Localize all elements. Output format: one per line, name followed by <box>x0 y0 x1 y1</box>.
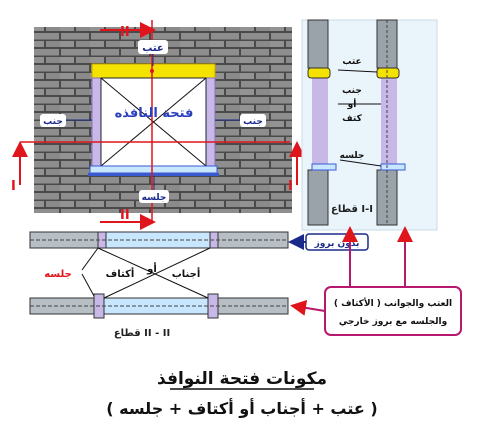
plan-leader-1 <box>97 247 209 299</box>
section-jamb-label-1: جنب <box>342 86 362 96</box>
jamb-left-label-bg <box>40 114 66 127</box>
opening-label: فتحة النافذه <box>115 106 194 121</box>
no-projection-label: بدون بروز <box>314 239 360 249</box>
lintel-label: عتب <box>142 43 164 54</box>
opening-diagonal-b <box>100 77 207 167</box>
lintel-label-bg <box>138 40 168 54</box>
note-line-1: العتب والجوانب ( الأكتاف ) <box>334 297 452 309</box>
plan-jambs-label: أجناب <box>172 267 201 280</box>
section-lintel-label: عتب <box>342 57 361 67</box>
section-jamb-label-3: كتف <box>342 114 362 124</box>
sill-block <box>89 165 218 174</box>
roman-I-right: I <box>288 179 293 194</box>
section-lintel-right <box>376 67 400 79</box>
roman-II-top: II <box>120 25 130 40</box>
jamb-right-label: جنب <box>243 117 263 127</box>
plan-sill-leader-2 <box>81 273 95 297</box>
section-sill-left <box>311 163 337 171</box>
section-sill-right <box>380 163 406 171</box>
plan-or-label: أو <box>146 262 157 275</box>
diagram-subtitle: ( عتب + أجناب أو أكتاف + جلسه ) <box>106 398 377 418</box>
section-I-I: عتب جنب أو كتف جلسه قطاع I-I <box>301 19 438 231</box>
section-sill-label: جلسه <box>340 151 365 161</box>
section-I-I-caption: قطاع I-I <box>331 204 373 215</box>
section-II-II: جلسه أكتاف أو أجناب قطاع II - II بدون بر… <box>29 231 369 339</box>
elevation-view: عتب جنب جنب فتحة النافذه جلسه II II I I <box>11 20 305 230</box>
plan-leader-2 <box>103 247 211 299</box>
section-jamb-fill-right <box>381 78 397 164</box>
note-arrow-left <box>290 300 326 316</box>
wall-left-top <box>307 19 329 69</box>
plan-shoulders-label: أكتاف <box>106 267 135 280</box>
title-block: مكونات فتحة النوافذ ( عتب + أجناب أو أكت… <box>106 369 377 418</box>
note-box <box>324 286 462 336</box>
jamb-left <box>91 77 102 167</box>
jamb-right-label-bg <box>240 114 266 127</box>
wall-left-bottom <box>307 169 329 226</box>
sill-label: جلسه <box>142 193 167 203</box>
jamb-right <box>205 77 216 167</box>
section-leader-1 <box>337 69 378 73</box>
plan-sill-label: جلسه <box>44 269 72 280</box>
note-line-2: والجلسه مع بروز خارجي <box>339 317 447 327</box>
section-jamb-fill <box>312 78 328 164</box>
section-II-II-caption: قطاع II - II <box>114 328 170 339</box>
plan-sill-leader-1 <box>81 247 99 271</box>
roman-II-bottom: II <box>120 208 130 223</box>
projection-note: العتب والجوانب ( الأكتاف ) والجلسه مع بر… <box>290 226 462 336</box>
section-leader-3 <box>339 159 382 167</box>
diagram-title: مكونات فتحة النوافذ <box>157 369 327 389</box>
jamb-left-label: جنب <box>43 117 63 127</box>
section-lintel-left <box>307 67 331 79</box>
sill-label-bg <box>139 190 169 203</box>
sill-lip <box>88 173 219 176</box>
roman-I-left: I <box>11 179 16 194</box>
